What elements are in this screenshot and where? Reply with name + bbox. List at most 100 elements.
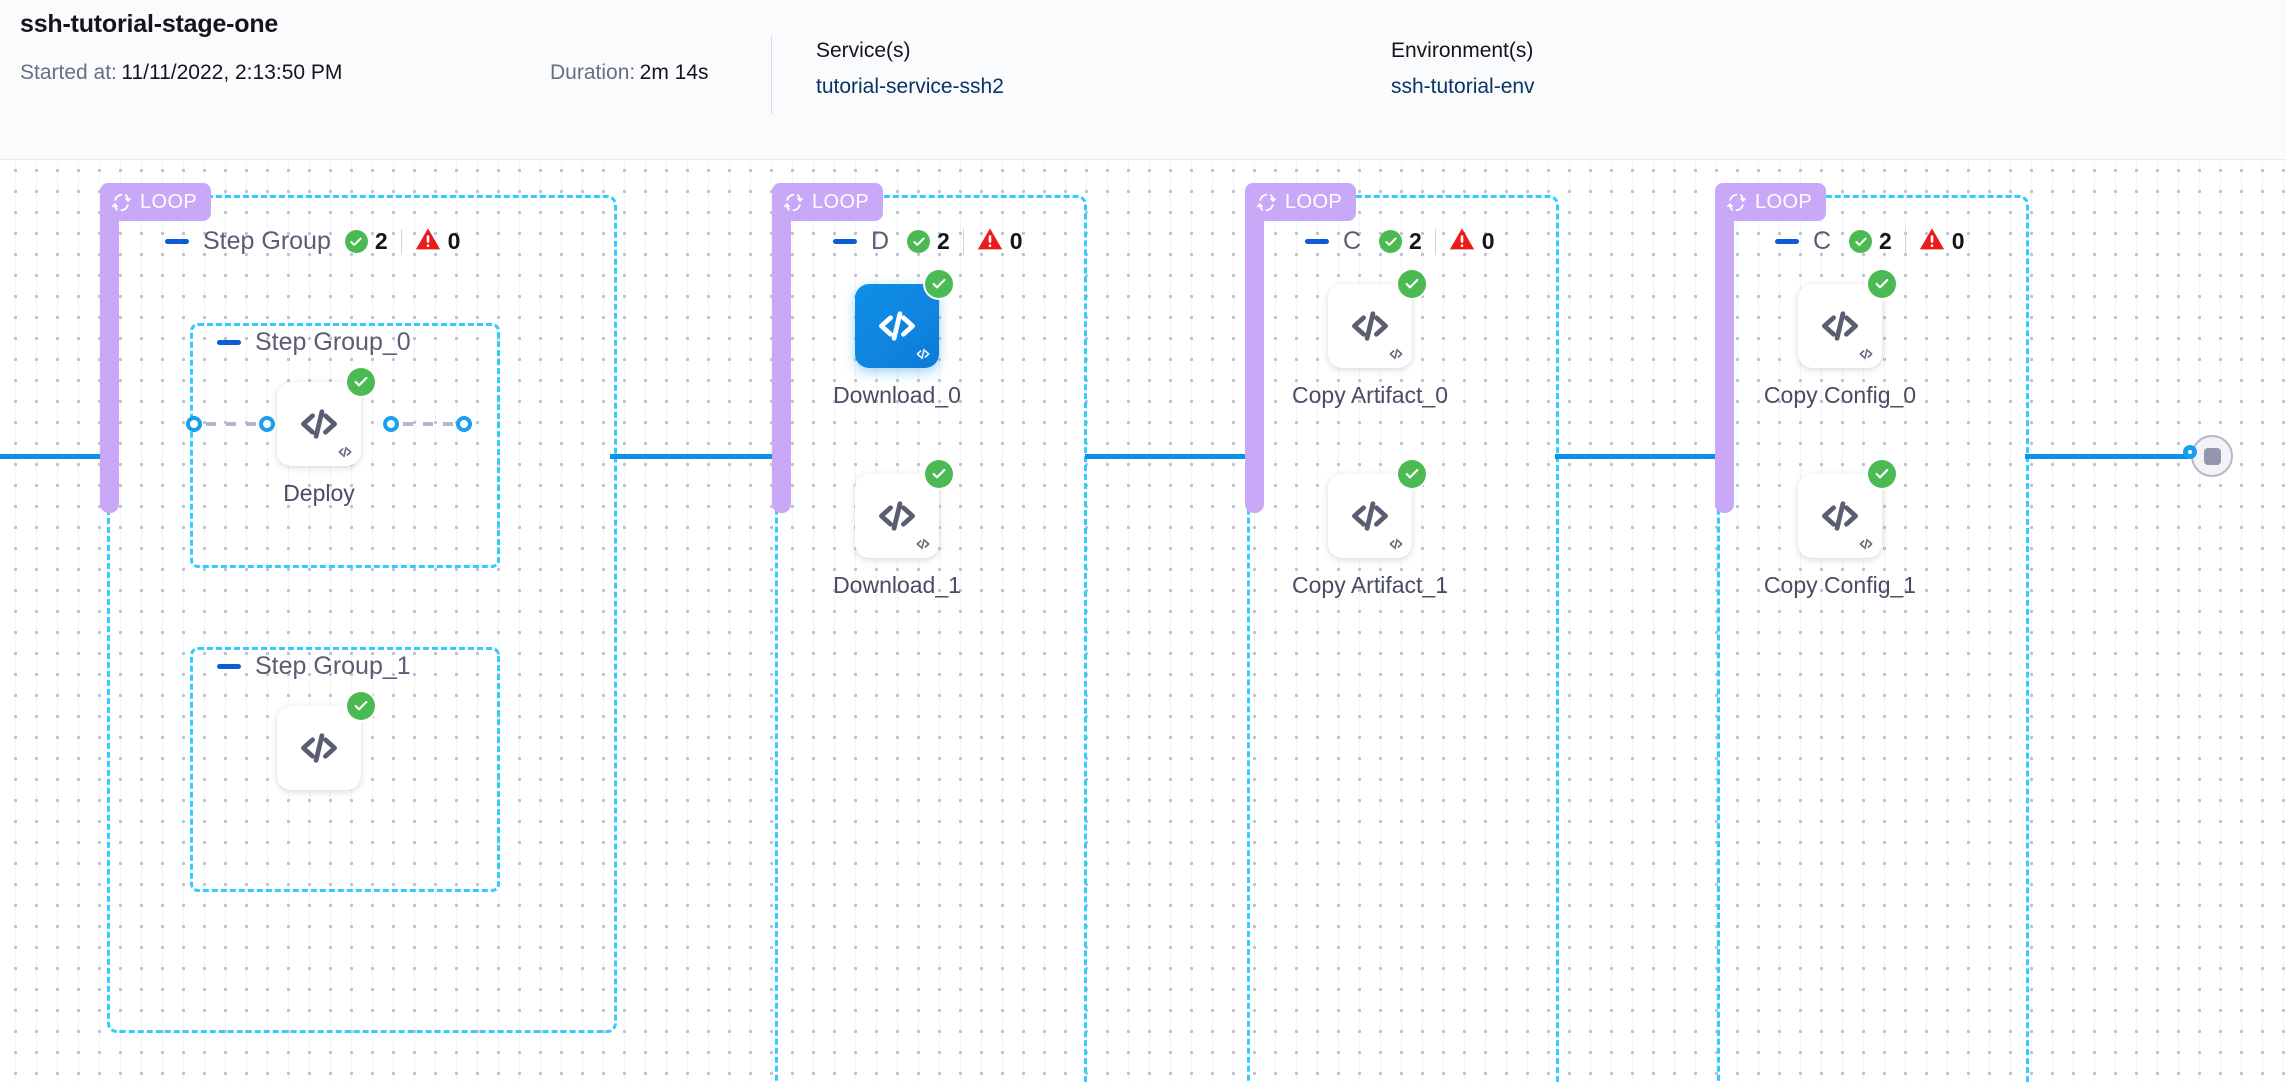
check-circle-icon bbox=[907, 230, 930, 253]
handle-right-inner-deploy[interactable] bbox=[383, 416, 399, 432]
error-count-step-group: 0 bbox=[415, 227, 461, 256]
node-label-copy-artifact-0: Copy Artifact_0 bbox=[1292, 382, 1448, 408]
handle-right-outer-step-group-0[interactable] bbox=[456, 416, 472, 432]
loop-wrapper-step-group: LOOP bbox=[100, 183, 212, 513]
error-count-copy-artifact: 0 bbox=[1449, 227, 1495, 256]
collapse-toggle-copy-artifact[interactable] bbox=[1305, 239, 1329, 244]
handle-left-inner-deploy[interactable] bbox=[259, 416, 275, 432]
loop-badge-label: LOOP bbox=[812, 190, 870, 213]
services-column: Service(s) tutorial-service-ssh2 bbox=[816, 36, 1004, 102]
node-copy-artifact-0[interactable]: Copy Artifact_0 bbox=[1292, 270, 1448, 408]
node-deploy[interactable]: Deploy bbox=[277, 368, 375, 506]
group-container-step-group-0[interactable] bbox=[190, 323, 500, 568]
group-title-download: D bbox=[871, 227, 890, 255]
end-node-handle[interactable] bbox=[2183, 445, 2197, 459]
group-container-step-group-1[interactable] bbox=[190, 647, 500, 892]
node-label-download-0: Download_0 bbox=[833, 382, 961, 408]
check-circle-icon bbox=[1849, 230, 1872, 253]
group-header-step-group: Step Group 2 0 bbox=[165, 227, 460, 256]
error-count-download: 0 bbox=[977, 227, 1023, 256]
loop-wrapper-download: LOOP bbox=[772, 183, 884, 513]
check-circle-icon bbox=[344, 230, 368, 253]
services-title: Service(s) bbox=[816, 39, 911, 62]
node-card-copy-config-1[interactable] bbox=[1798, 460, 1896, 558]
node-download-0[interactable]: Download_0 bbox=[833, 270, 961, 408]
error-count-copy-config: 0 bbox=[1919, 227, 1965, 256]
error-count-value: 0 bbox=[447, 228, 461, 254]
collapse-toggle-step-group[interactable] bbox=[165, 239, 189, 244]
warning-triangle-icon bbox=[1449, 227, 1475, 256]
services-value-link[interactable]: tutorial-service-ssh2 bbox=[816, 75, 1004, 98]
collapse-toggle-download[interactable] bbox=[833, 239, 857, 244]
node-card-download-0[interactable] bbox=[855, 270, 953, 368]
group-header-copy-config: C 2 0 bbox=[1775, 227, 1965, 256]
code-type-icon bbox=[1859, 538, 1873, 550]
group-counts-download: 2 0 bbox=[907, 227, 1023, 256]
page-title: ssh-tutorial-stage-one bbox=[20, 10, 279, 38]
loop-bar-step-group bbox=[100, 213, 119, 513]
node-download-1[interactable]: Download_1 bbox=[833, 460, 961, 598]
node-card-copy-artifact-1[interactable] bbox=[1328, 460, 1426, 558]
group-header-download: D 2 0 bbox=[833, 227, 1023, 256]
loop-badge-copy-config[interactable]: LOOP bbox=[1715, 183, 1827, 221]
success-count-copy-artifact: 2 bbox=[1379, 228, 1422, 255]
code-type-icon bbox=[916, 538, 930, 550]
group-container-copy-config[interactable] bbox=[1717, 195, 2029, 1082]
environments-value-link[interactable]: ssh-tutorial-env bbox=[1391, 75, 1535, 98]
edge-copy-artifact-to-copy-config bbox=[1555, 454, 1720, 459]
loop-bar-copy-artifact bbox=[1245, 213, 1264, 513]
node-card-step-group-1-step[interactable] bbox=[277, 692, 375, 790]
collapse-toggle-step-group-1[interactable] bbox=[217, 664, 241, 669]
code-icon bbox=[1352, 311, 1388, 341]
group-title-copy-config: C bbox=[1813, 227, 1832, 255]
code-type-icon bbox=[338, 446, 352, 458]
environments-column: Environment(s) ssh-tutorial-env bbox=[1391, 36, 1535, 102]
loop-wrapper-copy-artifact: LOOP bbox=[1245, 183, 1357, 513]
collapse-toggle-step-group-0[interactable] bbox=[217, 340, 241, 345]
edge-copy-config-to-end bbox=[2025, 454, 2190, 459]
status-success-badge-deploy bbox=[347, 368, 375, 396]
collapse-toggle-copy-config[interactable] bbox=[1775, 239, 1799, 244]
node-copy-config-1[interactable]: Copy Config_1 bbox=[1764, 460, 1916, 598]
loop-badge-step-group[interactable]: LOOP bbox=[100, 183, 212, 221]
code-icon bbox=[1352, 501, 1388, 531]
group-container-step-group[interactable] bbox=[107, 195, 617, 1033]
error-count-value: 0 bbox=[1009, 228, 1023, 254]
end-node[interactable] bbox=[2191, 435, 2233, 477]
pipeline-graph-canvas[interactable]: LOOP Step Group 2 bbox=[0, 161, 2286, 1082]
node-card-copy-artifact-0[interactable] bbox=[1328, 270, 1426, 368]
node-card-download-1[interactable] bbox=[855, 460, 953, 558]
code-icon bbox=[301, 409, 337, 439]
status-success-badge-step-group-1-step bbox=[347, 692, 375, 720]
success-count-value: 2 bbox=[1409, 228, 1422, 254]
node-card-deploy[interactable] bbox=[277, 368, 375, 466]
node-step-group-1-step[interactable] bbox=[277, 692, 375, 790]
loop-icon bbox=[1726, 192, 1747, 213]
group-container-download[interactable] bbox=[775, 195, 1087, 1082]
group-container-copy-artifact[interactable] bbox=[1247, 195, 1559, 1082]
error-count-value: 0 bbox=[1951, 228, 1965, 254]
duration-label: Duration: bbox=[550, 61, 636, 84]
count-divider bbox=[1904, 228, 1906, 255]
warning-triangle-icon bbox=[1919, 227, 1945, 256]
loop-bar-copy-config bbox=[1715, 213, 1734, 513]
edge-start-to-step-group bbox=[0, 454, 110, 459]
success-count-download: 2 bbox=[907, 228, 950, 255]
header-divider bbox=[771, 36, 772, 114]
group-counts-copy-artifact: 2 0 bbox=[1379, 227, 1495, 256]
node-card-copy-config-0[interactable] bbox=[1798, 270, 1896, 368]
loop-badge-download[interactable]: LOOP bbox=[772, 183, 884, 221]
loop-icon bbox=[783, 192, 804, 213]
node-copy-config-0[interactable]: Copy Config_0 bbox=[1764, 270, 1916, 408]
dashed-link-left-step-group-0 bbox=[206, 422, 261, 426]
loop-bar-download bbox=[772, 213, 791, 513]
edge-step-group-to-download bbox=[610, 454, 775, 459]
code-type-icon bbox=[1859, 348, 1873, 360]
node-copy-artifact-1[interactable]: Copy Artifact_1 bbox=[1292, 460, 1448, 598]
handle-left-outer-step-group-0[interactable] bbox=[186, 416, 202, 432]
started-at-label: Started at: bbox=[20, 61, 117, 84]
success-count-copy-config: 2 bbox=[1849, 228, 1892, 255]
loop-badge-copy-artifact[interactable]: LOOP bbox=[1245, 183, 1357, 221]
success-count-value: 2 bbox=[374, 228, 388, 254]
code-type-icon bbox=[1389, 348, 1403, 360]
